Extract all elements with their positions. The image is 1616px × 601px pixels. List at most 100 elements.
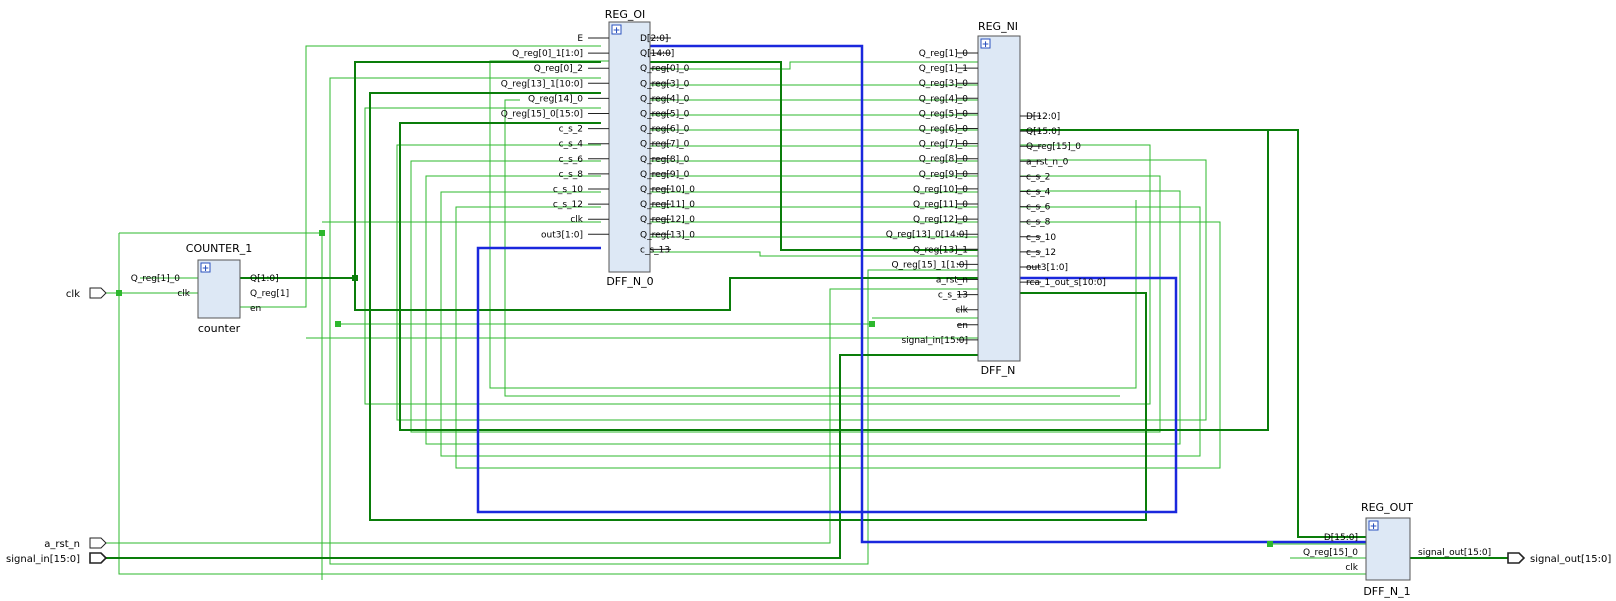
counter-title: COUNTER_1 — [186, 242, 252, 255]
reg-oi-title: REG_OI — [605, 8, 646, 21]
reg-ni-in-label-9: Q_reg[10]_0 — [913, 185, 968, 195]
port-clk[interactable]: clk — [66, 287, 107, 300]
port-signal-out[interactable]: signal_out[15:0] — [1410, 552, 1611, 565]
port-signal-out-label: signal_out[15:0] — [1530, 554, 1611, 565]
reg-out-block[interactable]: REG_OUT + D[15:0] Q_reg[15]_0 clk signal… — [1303, 501, 1491, 598]
net-wires — [104, 45, 1366, 580]
reg-ni-in-label-13: Q_reg[13]_1 — [913, 245, 968, 255]
reg-ni-block[interactable]: REG_NI + Q_reg[1]_0Q_reg[1]_1Q_reg[3]_0Q… — [886, 20, 1106, 377]
reg-oi-out-label-10: Q_reg[10]_0 — [640, 185, 695, 195]
reg-oi-in-label-1: Q_reg[0]_1[1:0] — [512, 49, 583, 59]
reg-oi-in-label-7: c_s_4 — [559, 140, 584, 150]
counter-out-1: Q_reg[1] — [250, 289, 289, 299]
reg-oi-in-label-12: clk — [570, 215, 583, 225]
reg-oi-out-label-7: Q_reg[7]_0 — [640, 140, 690, 150]
expand-icon — [980, 38, 991, 49]
reg-ni-out-label-4: c_s_2 — [1026, 172, 1050, 182]
reg-ni-in-label-2: Q_reg[3]_0 — [919, 79, 969, 89]
reg-oi-in-label-11: c_s_12 — [553, 200, 583, 210]
counter-in-1: clk — [177, 289, 190, 299]
reg-ni-in-label-18: en — [957, 321, 968, 331]
counter-out-0: Q[1:0] — [250, 274, 279, 284]
reg-oi-out-label-11: Q_reg[11]_0 — [640, 200, 695, 210]
reg-ni-type: DFF_N — [981, 364, 1016, 377]
reg-oi-out-label-6: Q_reg[6]_0 — [640, 125, 690, 135]
reg-ni-out-label-1: Q[15:0] — [1026, 127, 1060, 137]
reg-oi-out-label-9: Q_reg[9]_0 — [640, 170, 690, 180]
reg-oi-type: DFF_N_0 — [606, 275, 653, 288]
reg-ni-out-label-3: a_rst_n_0 — [1026, 157, 1069, 167]
reg-ni-in-label-5: Q_reg[6]_0 — [919, 125, 969, 135]
reg-oi-out-label-5: Q_reg[5]_0 — [640, 110, 690, 120]
reg-ni-out-label-6: c_s_6 — [1026, 203, 1051, 213]
reg-oi-out-label-14: c_s_13 — [640, 245, 670, 255]
reg-ni-in-label-10: Q_reg[11]_0 — [913, 200, 968, 210]
reg-out-out-0: signal_out[15:0] — [1418, 548, 1491, 558]
counter-out-2: en — [250, 304, 261, 314]
reg-ni-in-label-14: Q_reg[15]_1[1:0] — [891, 260, 968, 270]
reg-out-in-2: clk — [1345, 563, 1358, 573]
junction-dots — [116, 230, 1273, 547]
reg-ni-out-label-8: c_s_10 — [1026, 233, 1056, 243]
reg-oi-in-label-5: Q_reg[15]_0[15:0] — [501, 110, 583, 120]
reg-oi-in-label-6: c_s_2 — [559, 125, 583, 135]
reg-out-title: REG_OUT — [1361, 501, 1413, 514]
counter-type: counter — [198, 322, 241, 335]
reg-ni-in-label-7: Q_reg[8]_0 — [919, 155, 969, 165]
port-a-rst-n-label: a_rst_n — [44, 539, 80, 550]
reg-ni-in-label-6: Q_reg[7]_0 — [919, 140, 969, 150]
reg-oi-out-label-8: Q_reg[8]_0 — [640, 155, 690, 165]
reg-out-type: DFF_N_1 — [1363, 585, 1410, 598]
reg-oi-out-label-4: Q_reg[4]_0 — [640, 94, 690, 104]
bus-wires — [104, 61, 1366, 559]
reg-ni-in-label-15: a_rst_n — [936, 276, 968, 286]
reg-oi-in-label-10: c_s_10 — [553, 185, 583, 195]
counter-in-0: Q_reg[1]_0 — [131, 274, 181, 284]
reg-ni-out-label-0: D[12:0] — [1026, 112, 1060, 122]
svg-text:+: + — [202, 264, 210, 274]
reg-oi-block[interactable]: REG_OI + EQ_reg[0]_1[1:0]Q_reg[0]_2Q_reg… — [501, 8, 696, 288]
reg-out-in-0: D[15:0] — [1324, 533, 1358, 543]
expand-icon — [1368, 520, 1379, 531]
counter-block[interactable]: COUNTER_1 + Q_reg[1]_0 clk Q[1:0] Q_reg[… — [131, 242, 289, 335]
reg-oi-out-label-12: Q_reg[12]_0 — [640, 215, 695, 225]
reg-ni-in-label-12: Q_reg[13]_0[14:0] — [886, 230, 968, 240]
reg-oi-in-label-8: c_s_6 — [559, 155, 584, 165]
reg-ni-in-label-3: Q_reg[4]_0 — [919, 94, 969, 104]
selected-nets — [476, 44, 1366, 544]
reg-ni-in-label-19: signal_in[15:0] — [901, 336, 968, 346]
reg-ni-out-label-11: rca_1_out_s[10:0] — [1026, 278, 1106, 288]
reg-ni-out-label-7: c_s_8 — [1026, 218, 1051, 228]
reg-oi-out-label-0: D[2:0] — [640, 34, 668, 44]
reg-out-in-1: Q_reg[15]_0 — [1303, 548, 1358, 558]
reg-oi-in-label-13: out3[1:0] — [541, 230, 583, 240]
reg-oi-in-label-0: E — [577, 34, 583, 44]
reg-ni-title: REG_NI — [978, 20, 1018, 33]
reg-oi-out-label-1: Q[14:0] — [640, 49, 674, 59]
port-signal-in[interactable]: signal_in[15:0] — [6, 552, 108, 565]
reg-oi-in-label-9: c_s_8 — [559, 170, 584, 180]
svg-text:+: + — [1370, 522, 1378, 532]
reg-oi-in-label-3: Q_reg[13]_1[10:0] — [501, 79, 583, 89]
svg-text:+: + — [982, 40, 990, 50]
reg-oi-out-label-13: Q_reg[13]_0 — [640, 230, 695, 240]
reg-ni-in-label-1: Q_reg[1]_1 — [919, 64, 968, 74]
reg-oi-out-label-2: Q_reg[0]_0 — [640, 64, 690, 74]
reg-oi-in-label-2: Q_reg[0]_2 — [534, 64, 583, 74]
port-a-rst-n[interactable]: a_rst_n — [44, 537, 107, 550]
reg-ni-out-label-2: Q_reg[15]_0 — [1026, 142, 1081, 152]
reg-ni-in-label-16: c_s_13 — [938, 291, 968, 301]
reg-ni-out-label-9: c_s_12 — [1026, 248, 1056, 258]
reg-oi-out-label-3: Q_reg[3]_0 — [640, 79, 690, 89]
reg-ni-out-label-5: c_s_4 — [1026, 188, 1051, 198]
expand-icon — [200, 262, 211, 273]
reg-ni-in-label-0: Q_reg[1]_0 — [919, 49, 969, 59]
reg-oi-in-label-4: Q_reg[14]_0 — [528, 94, 583, 104]
svg-text:+: + — [613, 26, 621, 36]
reg-ni-in-label-4: Q_reg[5]_0 — [919, 109, 969, 119]
expand-icon — [611, 24, 622, 35]
reg-ni-in-label-8: Q_reg[9]_0 — [919, 170, 969, 180]
reg-ni-in-label-11: Q_reg[12]_0 — [913, 215, 968, 225]
port-clk-label: clk — [66, 289, 80, 300]
